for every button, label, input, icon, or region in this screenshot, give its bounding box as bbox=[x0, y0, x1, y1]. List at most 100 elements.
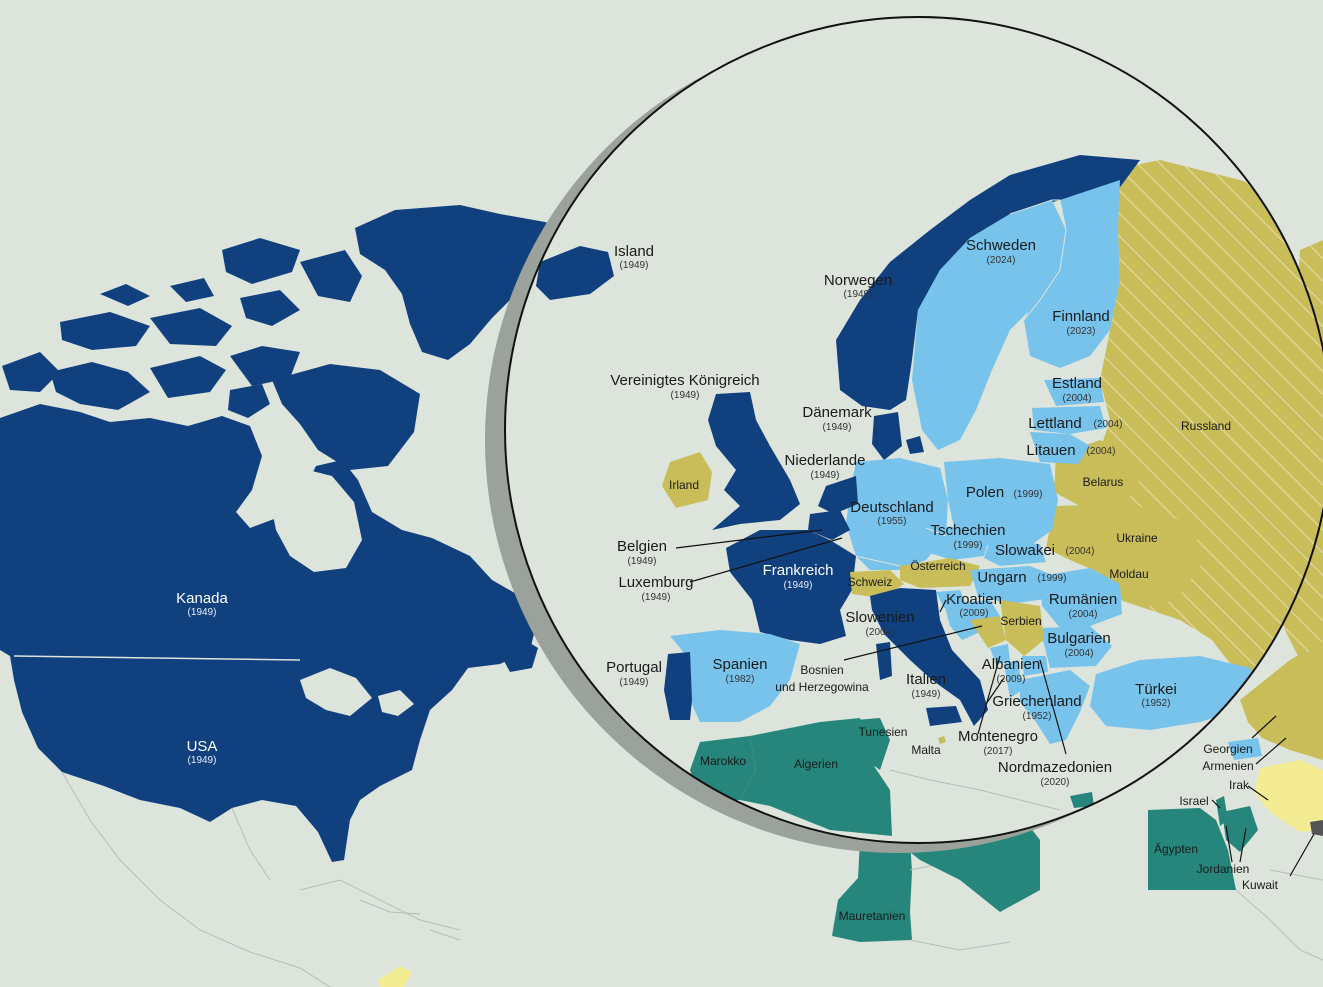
label-irland: Irland bbox=[669, 478, 699, 492]
year-frankreich: (1949) bbox=[784, 580, 813, 591]
newfoundland-shape bbox=[498, 638, 538, 672]
year-daenemark: (1949) bbox=[823, 422, 852, 433]
label-schweden: Schweden bbox=[966, 237, 1036, 254]
year-slowakei: (2004) bbox=[1066, 546, 1095, 557]
georgien-shape bbox=[1228, 738, 1262, 760]
year-usa: (1949) bbox=[188, 755, 217, 766]
label-aegypten: Ägypten bbox=[1154, 842, 1198, 856]
spanien-shape bbox=[670, 630, 800, 722]
label-nordmazedonien: Nordmazedonien bbox=[998, 759, 1112, 776]
serbien-shape bbox=[1000, 600, 1044, 656]
label-russland: Russland bbox=[1181, 419, 1231, 433]
bosnien-shape bbox=[970, 616, 1006, 648]
year-belgien: (1949) bbox=[628, 556, 657, 567]
tunesien-shape bbox=[856, 718, 890, 770]
label-mauretanien: Mauretanien bbox=[839, 909, 906, 923]
kuwait-shape bbox=[1310, 820, 1323, 836]
label-frankreich: Frankreich bbox=[763, 562, 834, 579]
label-usa: USA bbox=[187, 738, 218, 755]
year-portugal: (1949) bbox=[620, 677, 649, 688]
label-jordanien: Jordanien bbox=[1197, 862, 1250, 876]
label-irak: Irak bbox=[1229, 778, 1250, 792]
label-niederlande: Niederlande bbox=[785, 452, 866, 469]
year-estland: (2004) bbox=[1063, 393, 1092, 404]
label-slowakei: Slowakei bbox=[995, 542, 1055, 559]
label-belarus: Belarus bbox=[1083, 475, 1124, 489]
label-serbien: Serbien bbox=[1000, 614, 1041, 628]
arabia-outline bbox=[1235, 869, 1323, 961]
label-montenegro: Montenegro bbox=[958, 728, 1038, 745]
label-spanien: Spanien bbox=[712, 656, 767, 673]
year-finnland: (2023) bbox=[1067, 326, 1096, 337]
year-tschechien: (1999) bbox=[954, 540, 983, 551]
irak-shape bbox=[1254, 760, 1323, 832]
montenegro-shape bbox=[990, 644, 1010, 664]
outer-leader-lines bbox=[1211, 715, 1315, 877]
belgien-shape bbox=[808, 510, 850, 540]
year-ungarn: (1999) bbox=[1038, 573, 1067, 584]
italien-shape bbox=[870, 588, 988, 726]
aegypten-shape bbox=[1148, 808, 1236, 890]
island-shape bbox=[536, 246, 614, 300]
label-norwegen: Norwegen bbox=[824, 272, 892, 289]
slowakei-shape bbox=[984, 540, 1046, 566]
libyen-outline bbox=[889, 769, 1061, 811]
year-rumaenien: (2004) bbox=[1069, 609, 1098, 620]
year-griechenland: (1952) bbox=[1023, 711, 1052, 722]
label-vk: Vereinigtes Königreich bbox=[610, 372, 759, 389]
year-polen: (1999) bbox=[1014, 489, 1043, 500]
year-lettland: (2004) bbox=[1094, 419, 1123, 430]
label-schweiz: Schweiz bbox=[848, 575, 893, 589]
label-herzegowina: und Herzegowina bbox=[775, 680, 869, 694]
label-litauen: Litauen bbox=[1026, 442, 1075, 459]
year-spanien: (1982) bbox=[726, 674, 755, 685]
algerien-shape bbox=[740, 718, 892, 836]
schweden-shape bbox=[912, 200, 1066, 450]
label-estland: Estland bbox=[1052, 375, 1102, 392]
label-lettland: Lettland bbox=[1028, 415, 1081, 432]
year-deutschland: (1955) bbox=[878, 516, 907, 527]
label-portugal: Portugal bbox=[606, 659, 662, 676]
daenemark-shape bbox=[872, 412, 924, 460]
label-malta: Malta bbox=[911, 743, 941, 757]
year-niederlande: (1949) bbox=[811, 470, 840, 481]
label-luxemburg: Luxemburg bbox=[618, 574, 693, 591]
jordanien-shape bbox=[1222, 806, 1258, 852]
vk-shape bbox=[708, 392, 800, 530]
year-italien: (1949) bbox=[912, 689, 941, 700]
great-lakes-shape bbox=[300, 668, 414, 716]
leader-lines bbox=[675, 529, 1067, 755]
label-ungarn: Ungarn bbox=[977, 569, 1026, 586]
ungarn-shape bbox=[970, 566, 1060, 604]
zypern-shape bbox=[1070, 792, 1094, 808]
arctic-islands-shape bbox=[2, 238, 420, 470]
year-tuerkei: (1952) bbox=[1142, 698, 1171, 709]
label-bulgarien: Bulgarien bbox=[1047, 630, 1110, 647]
label-island: Island bbox=[614, 243, 654, 260]
magnifier-rim bbox=[504, 16, 1323, 844]
frankreich-shape bbox=[726, 530, 856, 644]
finnland-shape bbox=[1024, 180, 1120, 368]
label-deutschland: Deutschland bbox=[850, 499, 933, 516]
greenland-shape bbox=[355, 205, 566, 360]
borders bbox=[855, 199, 1067, 567]
caribbean-outline bbox=[359, 899, 461, 941]
year-albanien: (2009) bbox=[997, 674, 1026, 685]
label-kuwait: Kuwait bbox=[1242, 878, 1279, 892]
year-bulgarien: (2004) bbox=[1065, 648, 1094, 659]
label-oesterreich: Österreich bbox=[910, 559, 965, 573]
year-vk: (1949) bbox=[671, 390, 700, 401]
sizilien-shape bbox=[926, 706, 962, 726]
label-daenemark: Dänemark bbox=[802, 404, 872, 421]
oesterreich-shape bbox=[900, 558, 980, 588]
griechenland-shape bbox=[1020, 670, 1090, 744]
litauen-shape bbox=[1030, 432, 1090, 464]
israel-shape bbox=[1216, 796, 1228, 826]
label-rumaenien: Rumänien bbox=[1049, 591, 1117, 608]
label-israel: Israel bbox=[1179, 794, 1208, 808]
label-kanada: Kanada bbox=[176, 590, 228, 607]
canada-usa-border bbox=[13, 655, 301, 661]
ukraine-shape bbox=[1046, 504, 1200, 606]
year-nordmazedonien: (2020) bbox=[1041, 777, 1070, 788]
year-montenegro: (2017) bbox=[984, 746, 1013, 757]
